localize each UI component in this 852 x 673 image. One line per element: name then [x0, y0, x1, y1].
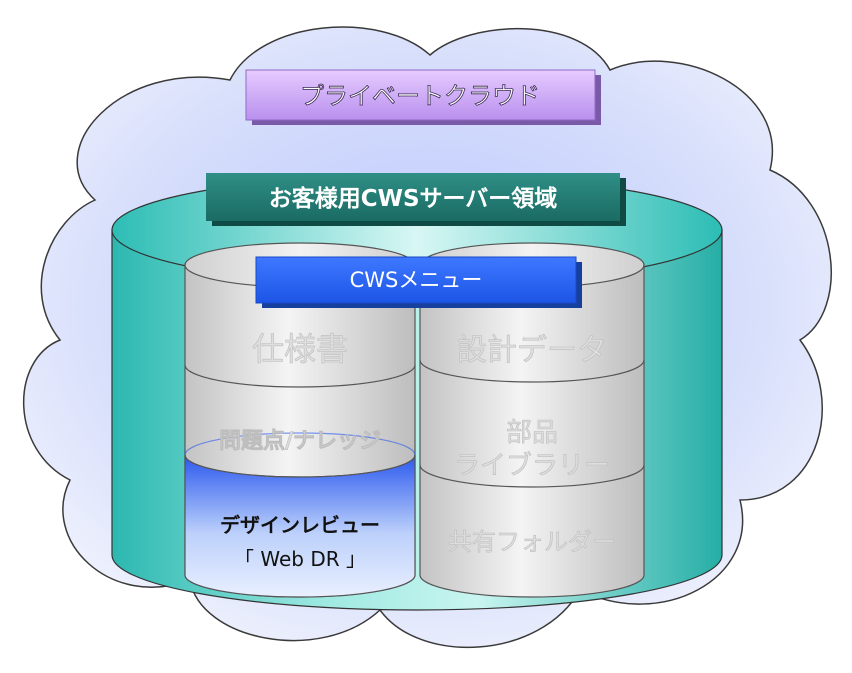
- design-review-label: デザインレビュー: [220, 513, 380, 537]
- server-area-label: お客様用CWSサーバー領域: [269, 185, 558, 212]
- cws-menu-label: CWSメニュー: [350, 268, 483, 292]
- cws-menu-banner: CWSメニュー: [255, 256, 582, 308]
- private-cloud-banner: プライベートクラウド: [245, 69, 601, 125]
- library-label: ライブラリー: [454, 451, 610, 481]
- shared-folder-label: 共有フォルダー: [448, 528, 616, 556]
- parts-label: 部品: [506, 418, 558, 448]
- server-area-banner: お客様用CWSサーバー領域: [206, 173, 626, 226]
- issues-knowledge-label: 問題点/ナレッジ: [219, 428, 381, 454]
- web-dr-label: 「 Web DR 」: [234, 547, 366, 571]
- private-cloud-label: プライベートクラウド: [300, 82, 540, 110]
- spec-label: 仕様書: [252, 330, 348, 368]
- web-dr-database-segment: [184, 454, 416, 598]
- design-data-label: 設計データ: [457, 333, 607, 368]
